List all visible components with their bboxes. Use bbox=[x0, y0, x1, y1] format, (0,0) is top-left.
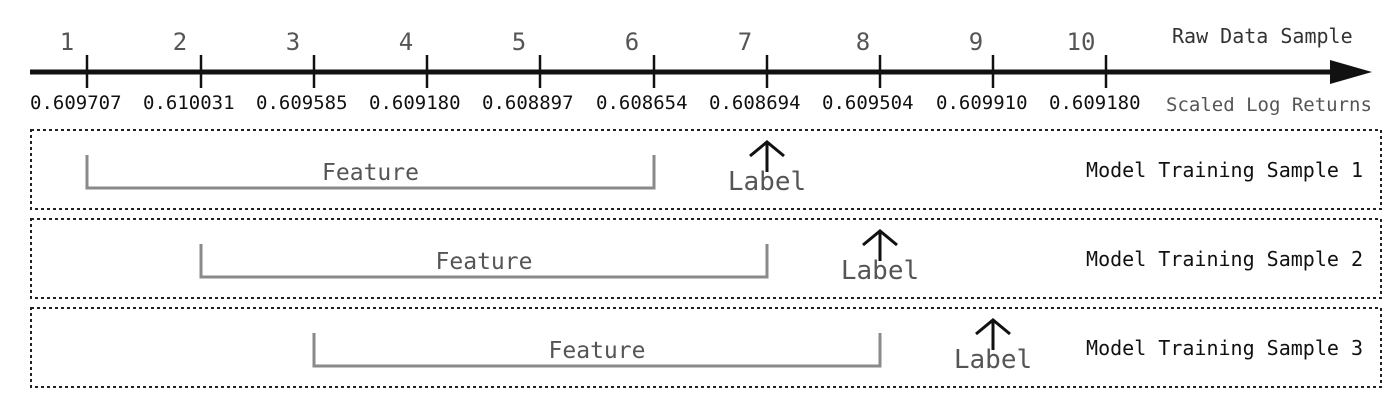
tick-index-label: 6 bbox=[625, 28, 639, 56]
axis-ticks: 1 0.609707 2 0.610031 3 0.609585 4 0.609180 5 0.6… bbox=[30, 28, 1141, 114]
label-arrow-icon bbox=[862, 229, 898, 261]
tick-value-label: 0.608654 bbox=[596, 92, 688, 114]
tick-value-label: 0.608694 bbox=[709, 92, 801, 114]
feature-label: Feature bbox=[436, 249, 533, 275]
tick-value-label: 0.609585 bbox=[256, 92, 348, 114]
sample-frame bbox=[30, 218, 1382, 299]
tick-value-label: 0.608897 bbox=[482, 92, 574, 114]
sample-frame bbox=[30, 307, 1382, 388]
feature-label: Feature bbox=[322, 160, 419, 186]
tick-value-label: 0.610031 bbox=[143, 92, 235, 114]
tick-index-label: 3 bbox=[286, 28, 300, 56]
label-marker-text: Label bbox=[954, 345, 1032, 375]
raw-data-axis: Raw Data Sample Scaled Log Returns 1 0.60… bbox=[30, 24, 1372, 116]
sample-frame bbox=[30, 129, 1382, 210]
sample-name: Model Training Sample 1 bbox=[1086, 158, 1363, 182]
tick-value-label: 0.609910 bbox=[936, 92, 1028, 114]
tick-index-label: 9 bbox=[969, 28, 983, 56]
feature-bracket bbox=[312, 333, 882, 368]
sample-name: Model Training Sample 2 bbox=[1086, 247, 1363, 271]
feature-bracket bbox=[199, 244, 769, 279]
tick-index-label: 2 bbox=[173, 28, 187, 56]
tick-index-label: 8 bbox=[856, 28, 870, 56]
training-sample-3: Feature Label Model Training Sample 3 bbox=[30, 307, 1382, 388]
tick-index-label: 10 bbox=[1067, 28, 1096, 56]
tick-value-label: 0.609180 bbox=[1049, 92, 1141, 114]
tick-index-label: 7 bbox=[738, 28, 752, 56]
axis-subtitle: Scaled Log Returns bbox=[1166, 94, 1372, 116]
tick-value-label: 0.609504 bbox=[822, 92, 914, 114]
tick-value-label: 0.609707 bbox=[30, 92, 122, 114]
feature-label: Feature bbox=[549, 338, 646, 364]
tick-index-label: 1 bbox=[60, 28, 74, 56]
label-arrow-icon bbox=[749, 140, 785, 172]
sample-name: Model Training Sample 3 bbox=[1086, 336, 1363, 360]
training-sample-2: Feature Label Model Training Sample 2 bbox=[30, 218, 1382, 299]
tick-index-label: 5 bbox=[512, 28, 526, 56]
training-sample-1: Feature Label Model Training Sample 1 bbox=[30, 129, 1382, 210]
tick-value-label: 0.609180 bbox=[369, 92, 461, 114]
axis-title: Raw Data Sample bbox=[1172, 24, 1353, 48]
feature-bracket bbox=[85, 155, 656, 190]
label-marker-text: Label bbox=[841, 256, 919, 286]
tick-index-label: 4 bbox=[399, 28, 413, 56]
label-arrow-icon bbox=[975, 318, 1011, 350]
label-marker-text: Label bbox=[728, 167, 806, 197]
axis-arrowhead-icon bbox=[1330, 60, 1372, 84]
